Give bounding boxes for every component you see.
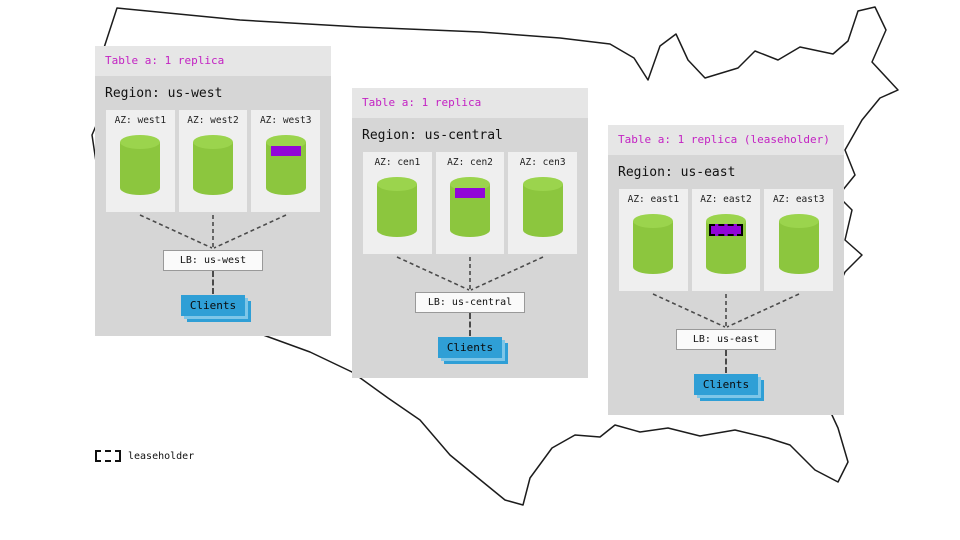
replica-badge <box>270 146 301 156</box>
az-label: AZ: west2 <box>187 115 239 126</box>
replica-cylinder <box>191 133 235 197</box>
replica-cylinder <box>264 133 308 197</box>
az-label: AZ: east3 <box>772 194 825 205</box>
az-label: AZ: east2 <box>700 194 752 205</box>
az-box-cen3: AZ: cen3 <box>508 152 578 254</box>
database-cylinder-icon <box>706 214 746 274</box>
az-box-east1: AZ: east1 <box>619 189 688 291</box>
database-cylinder-icon <box>522 177 563 237</box>
replica-cylinder <box>704 212 748 276</box>
az-row: AZ: west1 AZ: west2 AZ: west3 <box>95 110 331 212</box>
load-balancer-box: LB: us-central <box>414 292 526 313</box>
az-label: AZ: cen3 <box>519 157 566 168</box>
replica-cylinder <box>118 133 162 197</box>
database-cylinder-icon <box>377 177 418 237</box>
replica-cylinder <box>448 175 492 239</box>
legend: leaseholder <box>95 450 194 462</box>
az-row: AZ: cen1 AZ: cen2 AZ: cen3 <box>352 152 588 254</box>
load-balancer-box: LB: us-east <box>676 329 776 350</box>
region-panel-us-central: Table a: 1 replica Region: us-central AZ… <box>352 88 588 378</box>
clients-box: Clients <box>694 374 758 395</box>
az-box-west3: AZ: west3 <box>251 110 321 212</box>
region-title: Region: us-east <box>618 165 736 180</box>
lb-clients-connector <box>725 350 727 373</box>
leaseholder-replica-badge <box>709 224 743 236</box>
az-label: AZ: west1 <box>114 115 167 126</box>
connector-lines <box>396 256 544 291</box>
az-label: AZ: east1 <box>627 194 680 205</box>
clients-box: Clients <box>438 337 502 358</box>
az-label: AZ: cen1 <box>374 157 421 168</box>
table-label: Table a: 1 replica <box>352 88 588 118</box>
table-label: Table a: 1 replica <box>95 46 331 76</box>
az-label: AZ: cen2 <box>447 157 493 168</box>
replica-cylinder <box>375 175 419 239</box>
connector-lines <box>139 214 287 249</box>
region-panel-us-west: Table a: 1 replica Region: us-west AZ: w… <box>95 46 331 336</box>
az-box-east3: AZ: east3 <box>764 189 834 291</box>
clients-box: Clients <box>181 295 245 316</box>
az-box-east2: AZ: east2 <box>691 189 761 291</box>
database-cylinder-icon <box>120 135 161 195</box>
database-cylinder-icon <box>450 177 490 237</box>
database-cylinder-icon <box>778 214 819 274</box>
az-box-west2: AZ: west2 <box>178 110 248 212</box>
az-box-cen2: AZ: cen2 <box>435 152 505 254</box>
load-balancer-box: LB: us-west <box>163 250 263 271</box>
leaseholder-swatch-icon <box>95 450 121 462</box>
connector-lines <box>652 293 800 328</box>
database-cylinder-icon <box>265 135 306 195</box>
replica-badge <box>455 188 485 198</box>
replica-cylinder <box>777 212 821 276</box>
database-cylinder-icon <box>193 135 233 195</box>
legend-label: leaseholder <box>128 450 195 462</box>
database-cylinder-icon <box>633 214 674 274</box>
table-label: Table a: 1 replica (leaseholder) <box>608 125 844 155</box>
az-label: AZ: west3 <box>259 115 312 126</box>
replica-cylinder <box>631 212 675 276</box>
az-box-cen1: AZ: cen1 <box>363 152 432 254</box>
region-title: Region: us-west <box>105 86 223 101</box>
lb-clients-connector <box>212 271 214 294</box>
az-box-west1: AZ: west1 <box>106 110 175 212</box>
replica-cylinder <box>521 175 565 239</box>
az-row: AZ: east1 AZ: east2 AZ: east3 <box>608 189 844 291</box>
region-panel-us-east: Table a: 1 replica (leaseholder) Region:… <box>608 125 844 415</box>
lb-clients-connector <box>469 313 471 336</box>
region-title: Region: us-central <box>362 128 503 143</box>
